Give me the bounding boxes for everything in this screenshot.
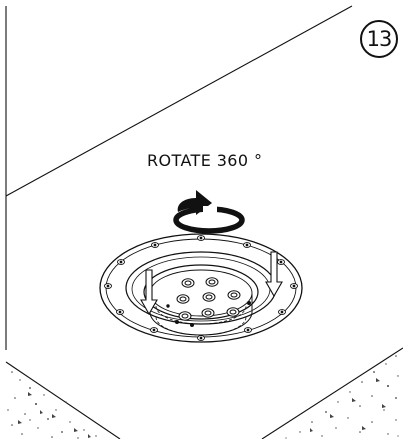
rotate-arrow-icon (173, 190, 245, 234)
lower-diagonal-right-line (261, 347, 403, 439)
panel-frame (5, 5, 403, 439)
lower-diagonal-left-line (5, 361, 121, 439)
drain-body (143, 264, 259, 320)
concrete-texture-left (7, 371, 97, 439)
step-number-badge: 13 (360, 20, 398, 58)
instruction-label: ROTATE 360 ° (147, 151, 263, 170)
down-arrow-icon (140, 251, 283, 316)
strainer-holes (166, 277, 251, 327)
upper-diagonal-line (5, 5, 353, 197)
flange-outer-rim (99, 233, 303, 343)
flange-bolt-holes (104, 235, 298, 341)
concrete-texture-right (285, 355, 399, 439)
